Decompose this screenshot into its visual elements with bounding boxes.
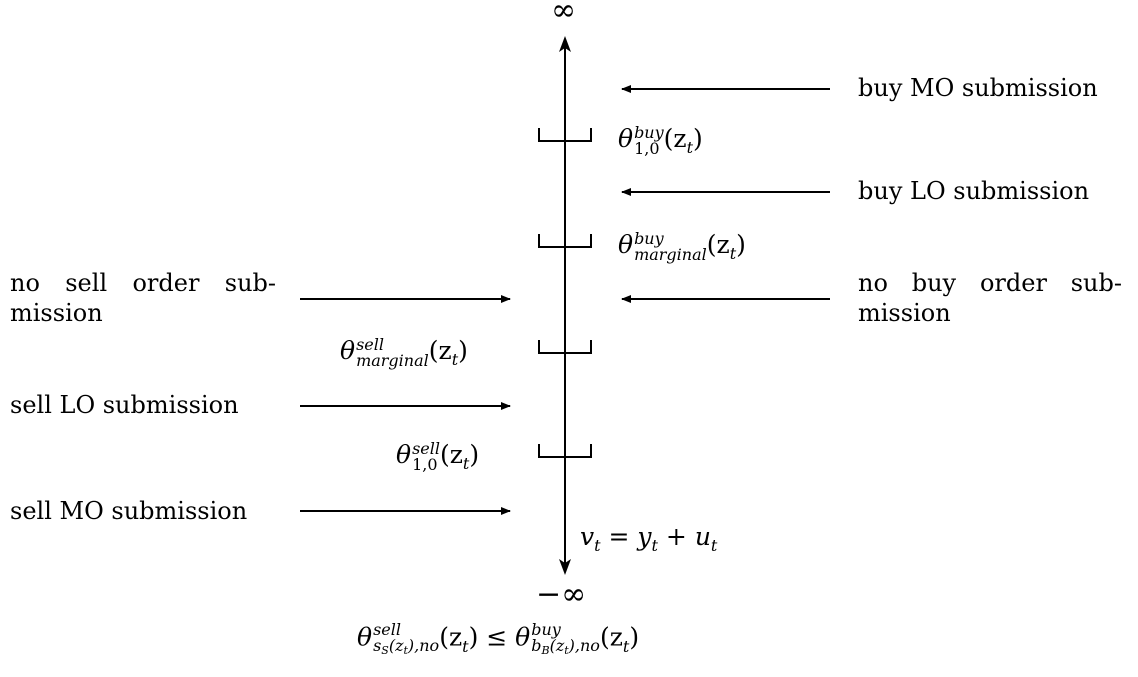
sell-lo-label: sell LO submission — [10, 391, 239, 419]
buy-mo-label: buy MO submission — [858, 74, 1098, 102]
bracket-sell-10 — [538, 444, 592, 458]
bracket-buy-marginal — [538, 234, 592, 248]
no-buy-label: no buy order sub- mission — [858, 269, 1122, 327]
no-sell-label: no sell order sub- mission — [10, 269, 276, 327]
axis-bottom-label: −∞ — [536, 577, 587, 612]
bracket-sell-marginal — [538, 340, 592, 354]
axis-variable-label: vt = yt + ut — [580, 522, 718, 555]
axis-bottom-arrowhead — [559, 559, 571, 575]
axis-top-label: ∞ — [551, 0, 576, 28]
bracket-buy-10 — [538, 128, 592, 142]
buy-lo-label: buy LO submission — [858, 177, 1090, 205]
axis-top-arrowhead — [559, 36, 571, 52]
sell-mo-label: sell MO submission — [10, 497, 248, 525]
